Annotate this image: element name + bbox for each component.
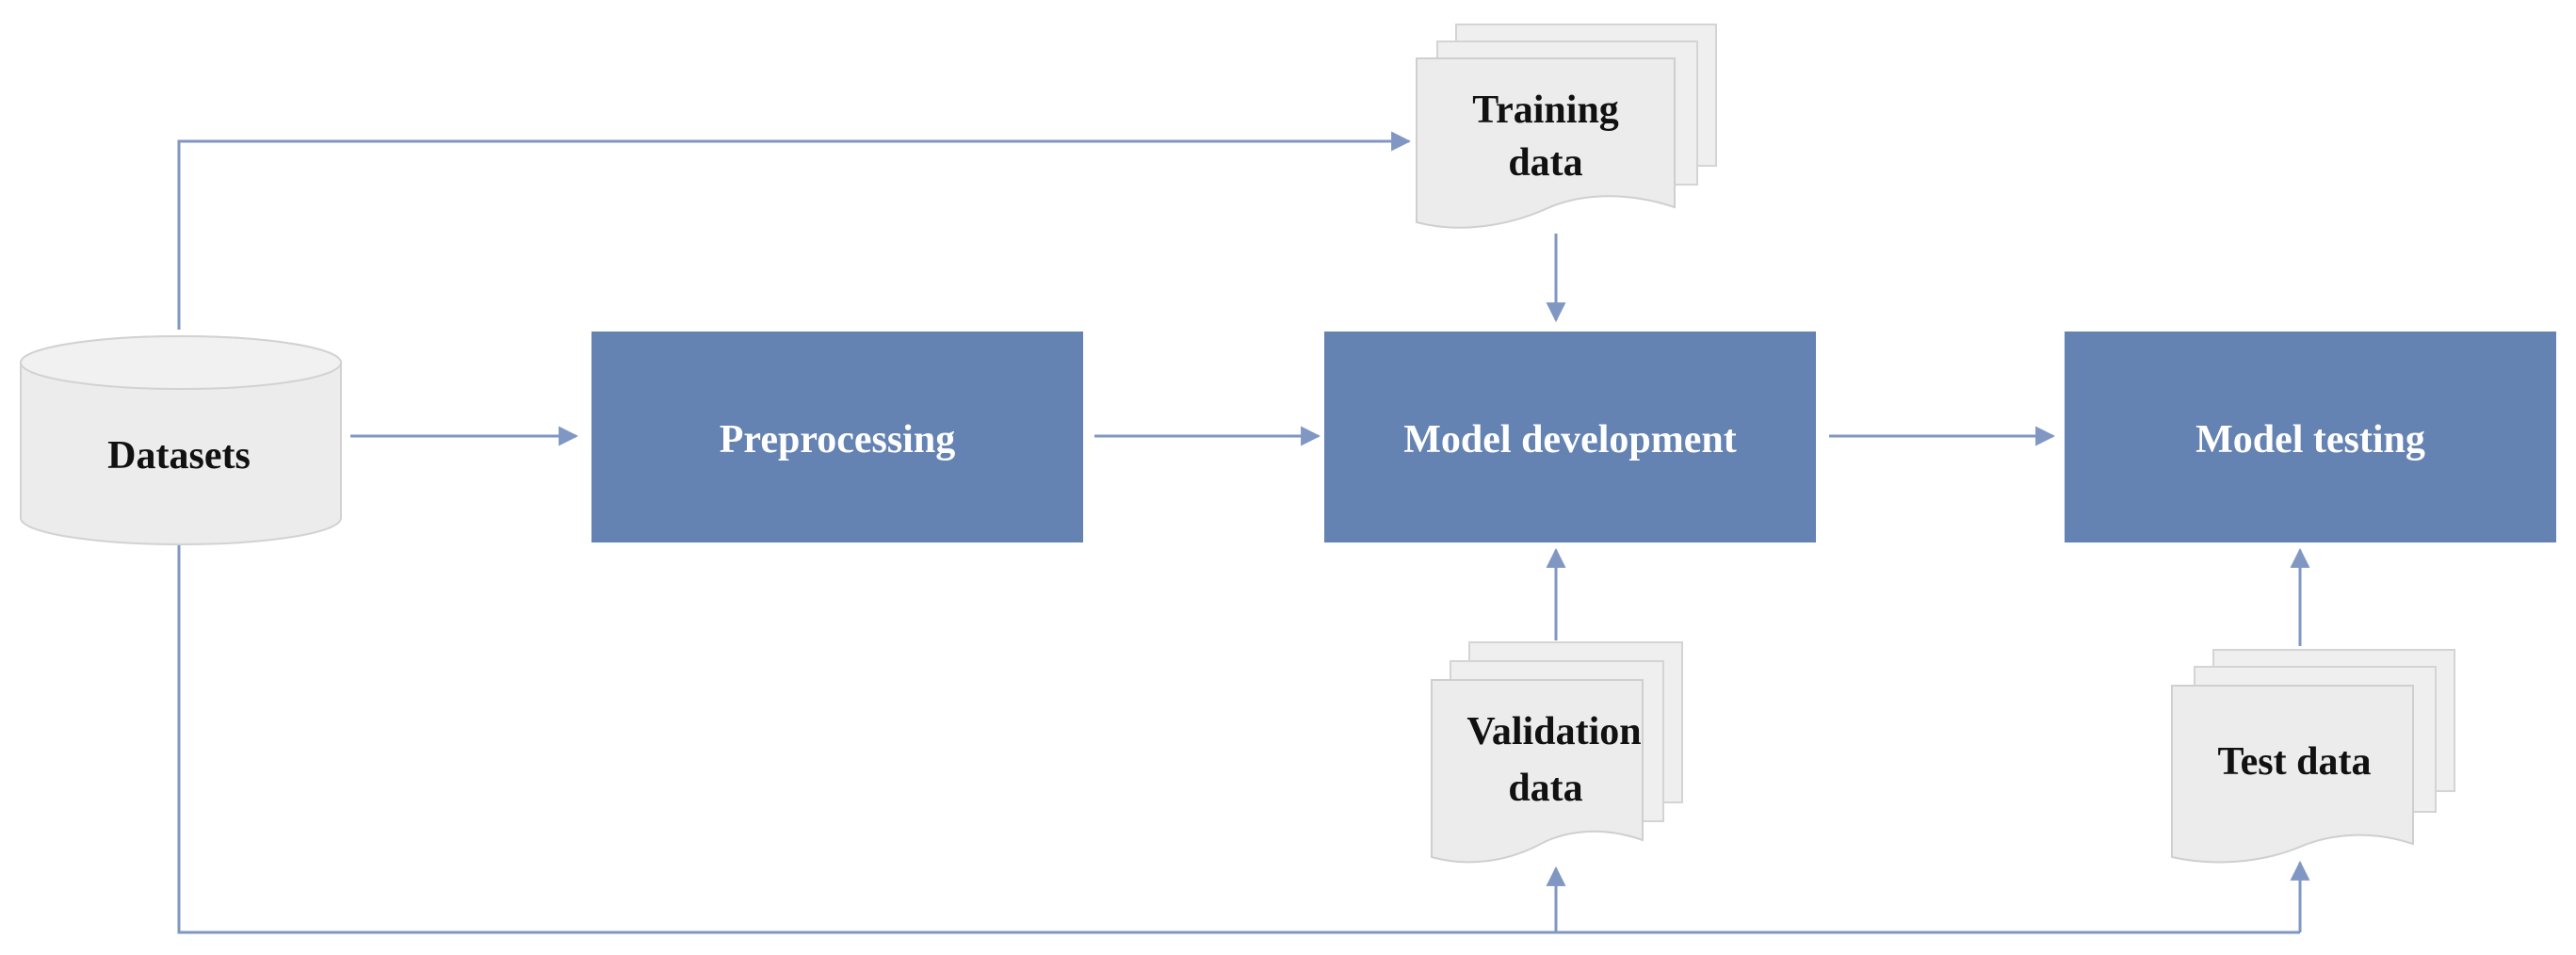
- preprocessing-label: Preprocessing: [720, 418, 955, 461]
- multi-document-icon: [1416, 24, 1717, 229]
- model-testing-node: Model testing: [2065, 332, 2556, 542]
- datasets-node: Datasets: [20, 335, 342, 545]
- validation-data-label-line2: data: [1508, 767, 1582, 810]
- model-testing-label: Model testing: [2195, 418, 2425, 461]
- validation-data-label: Validation: [1466, 710, 1641, 753]
- edge-datasets-bottom-bus: [177, 544, 2300, 934]
- edge-datasets-to-training-data: [177, 131, 1412, 330]
- training-data-label: Training: [1472, 89, 1619, 132]
- test-data-node: Test data: [2171, 649, 2455, 864]
- validation-data-node: Validation data: [1431, 641, 1683, 864]
- database-cylinder-top: [20, 335, 342, 390]
- preprocessing-node: Preprocessing: [591, 332, 1083, 542]
- preprocessing-box: [591, 332, 1083, 542]
- connectors: [177, 131, 2310, 934]
- training-data-node: Training data: [1416, 24, 1717, 229]
- test-data-label: Test data: [2218, 740, 2372, 784]
- model-development-box: [1324, 332, 1816, 542]
- model-development-node: Model development: [1324, 332, 1816, 542]
- model-development-label: Model development: [1403, 418, 1736, 461]
- training-data-label-line2: data: [1508, 141, 1582, 185]
- multi-document-icon: [2171, 649, 2455, 864]
- multi-document-icon: [1431, 641, 1683, 864]
- datasets-label: Datasets: [107, 434, 251, 478]
- model-testing-box: [2065, 332, 2556, 542]
